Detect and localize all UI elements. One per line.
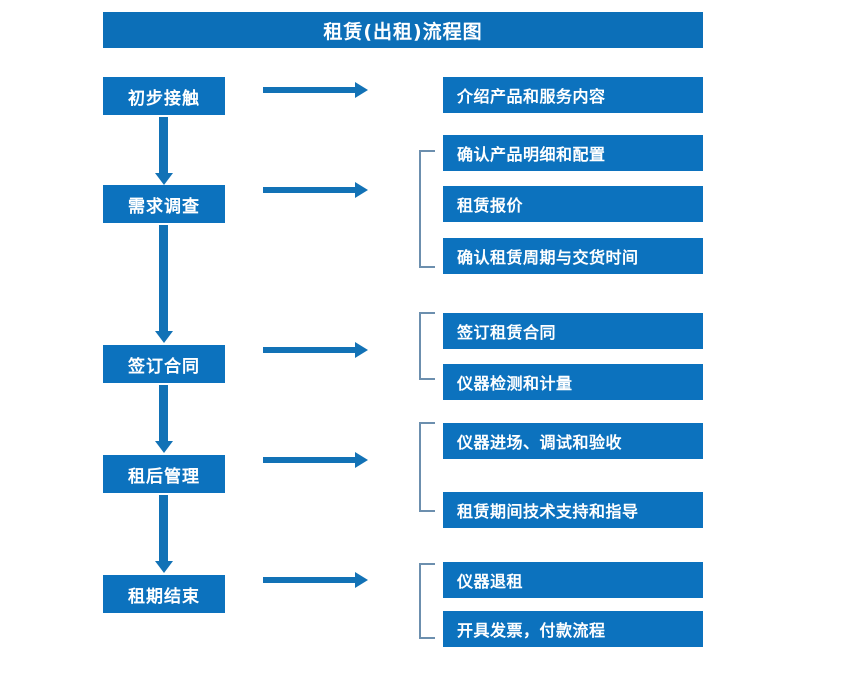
stage-box-2[interactable]: 需求调查	[103, 185, 225, 223]
detail-box-3-1[interactable]: 签订租赁合同	[443, 313, 703, 349]
group-bracket-4	[419, 422, 435, 512]
detail-box-2-1[interactable]: 确认产品明细和配置	[443, 135, 703, 171]
right-arrow-icon-4	[263, 457, 355, 463]
right-arrow-icon-3	[263, 347, 355, 353]
detail-box-4-1[interactable]: 仪器进场、调试和验收	[443, 423, 703, 459]
group-bracket-2	[419, 150, 435, 268]
detail-box-3-2[interactable]: 仪器检测和计量	[443, 364, 703, 400]
stage-box-1[interactable]: 初步接触	[103, 77, 225, 115]
detail-box-2-2[interactable]: 租赁报价	[443, 186, 703, 222]
stage-box-3[interactable]: 签订合同	[103, 345, 225, 383]
detail-box-4-2[interactable]: 租赁期间技术支持和指导	[443, 492, 703, 528]
group-bracket-5	[419, 563, 435, 639]
detail-box-5-1[interactable]: 仪器退租	[443, 562, 703, 598]
down-arrow-icon	[159, 495, 168, 562]
right-arrow-icon-2	[263, 187, 355, 193]
down-arrow-icon	[159, 117, 168, 174]
stage-box-4[interactable]: 租后管理	[103, 455, 225, 493]
page-title: 租赁(出租)流程图	[103, 12, 703, 48]
right-arrow-icon-1	[263, 87, 355, 93]
stage-box-5[interactable]: 租期结束	[103, 575, 225, 613]
down-arrow-icon	[159, 385, 168, 442]
detail-box-5-2[interactable]: 开具发票，付款流程	[443, 611, 703, 647]
detail-box-2-3[interactable]: 确认租赁周期与交货时间	[443, 238, 703, 274]
down-arrow-icon	[159, 225, 168, 332]
group-bracket-3	[419, 312, 435, 380]
right-arrow-icon-5	[263, 577, 355, 583]
detail-box-1-1[interactable]: 介绍产品和服务内容	[443, 77, 703, 113]
